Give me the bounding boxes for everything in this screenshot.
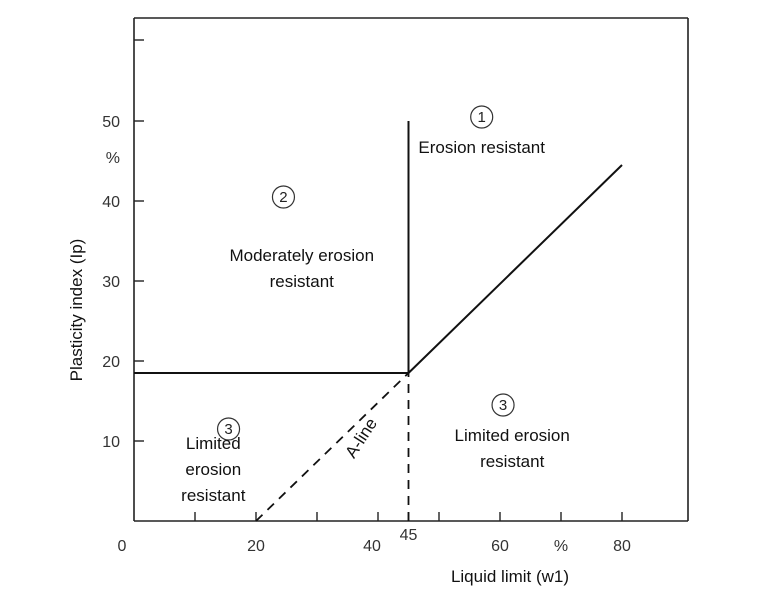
zone-3-text-0: Limited <box>186 434 241 453</box>
zone-4-circle <box>491 393 515 417</box>
a-line-upper <box>407 164 623 374</box>
x-tick-label-1: 20 <box>247 538 265 555</box>
zone-3-circle <box>216 417 241 441</box>
zone-4-text-0: Limited erosion <box>455 426 570 445</box>
zone-4-text-1: resistant <box>480 452 545 471</box>
axes <box>133 17 689 522</box>
a-line-lower <box>255 372 410 522</box>
y-tick-label-2: 30 <box>102 274 120 291</box>
x-axis-label: Liquid limit (w1) <box>451 567 569 586</box>
boundary-lines <box>134 121 623 522</box>
y-axis-label: Plasticity index (Ip) <box>67 239 86 382</box>
y-tick-label-3: 40 <box>102 194 120 211</box>
zone-2-text-1: resistant <box>270 272 335 291</box>
zone-2-circle <box>271 185 296 209</box>
x-tick-label-6: 80 <box>613 538 631 555</box>
zone-2-number: 2 <box>279 189 287 206</box>
zone-1-text-0: Erosion resistant <box>418 138 545 157</box>
ticks: 0 20 40 45 60% 80 10 20 30 40 50% <box>102 114 631 555</box>
zone-3-text-1: erosion <box>185 460 241 479</box>
y-tick-label-5: % <box>106 150 120 167</box>
x-tick-label-0: 0 <box>118 538 127 555</box>
x-tick-label-4: 60 <box>491 538 509 555</box>
zone-1-number: 1 <box>478 109 486 126</box>
y-tick-label-1: 20 <box>102 354 120 371</box>
x-tick-label-2: 40 <box>363 538 381 555</box>
x-tick-label-5: % <box>554 538 568 555</box>
zone-4-number: 3 <box>499 397 507 414</box>
y-tick-label-0: 10 <box>102 434 120 451</box>
a-line-label: A-line <box>341 415 381 462</box>
zone-3-number: 3 <box>224 421 232 438</box>
x-tick-label-3: 45 <box>400 527 418 544</box>
y-tick-label-4: 50 <box>102 114 120 131</box>
zone-3-text-2: resistant <box>181 486 246 505</box>
zone-2-text-0: Moderately erosion <box>229 246 374 265</box>
zone-1-circle <box>470 105 494 129</box>
